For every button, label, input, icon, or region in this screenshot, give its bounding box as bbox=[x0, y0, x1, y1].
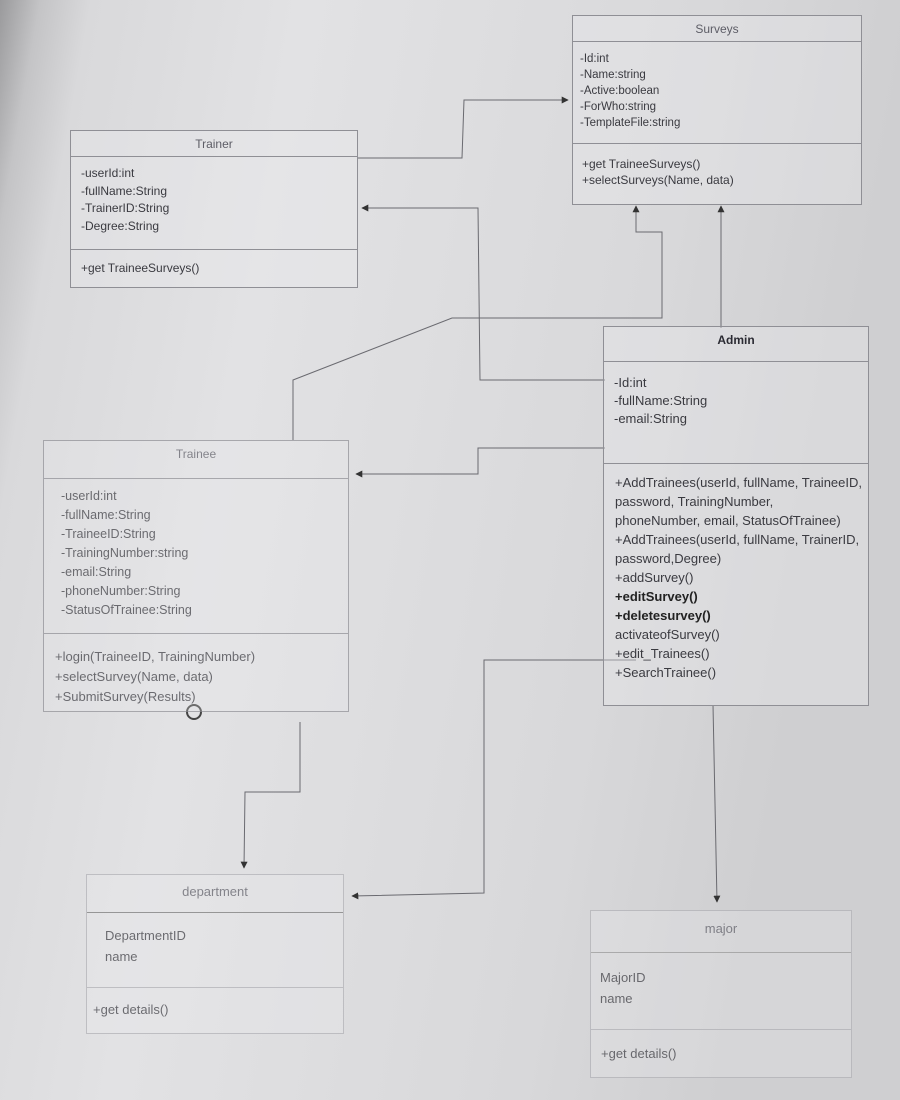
attribute: -email:String bbox=[614, 411, 687, 426]
attribute-list: DepartmentID name bbox=[87, 913, 343, 988]
class-department[interactable]: department DepartmentID name +get detail… bbox=[86, 874, 344, 1034]
method: +addSurvey() bbox=[615, 570, 694, 585]
attribute: MajorID bbox=[600, 970, 646, 985]
method: +login(TraineeID, TrainingNumber) bbox=[55, 649, 256, 664]
class-surveys[interactable]: Surveys -Id:int -Name:string -Active:boo… bbox=[572, 15, 862, 205]
attribute: -fullName:String bbox=[61, 508, 151, 522]
attribute: name bbox=[105, 949, 138, 964]
class-trainee[interactable]: Trainee -userId:int -fullName:String -Tr… bbox=[43, 440, 349, 712]
class-major[interactable]: major MajorID name +get details() bbox=[590, 910, 852, 1078]
attribute: -fullName:String bbox=[614, 393, 708, 408]
admin-to-trainee-link bbox=[355, 447, 605, 478]
attribute: -Id:int bbox=[580, 53, 609, 65]
method: +get details() bbox=[93, 1002, 169, 1017]
method: +selectSurveys(Name, data) bbox=[582, 173, 734, 187]
attribute: DepartmentID bbox=[105, 928, 186, 943]
method: +SubmitSurvey(Results) bbox=[55, 689, 196, 704]
composition-circle-icon bbox=[186, 704, 202, 720]
method: +get TraineeSurveys() bbox=[582, 157, 701, 171]
attribute: -Name:string bbox=[580, 69, 646, 81]
method: +editSurvey() bbox=[615, 589, 698, 604]
class-title: department bbox=[87, 875, 343, 913]
class-title: Admin bbox=[604, 327, 868, 362]
trainer-to-surveys-link bbox=[358, 96, 569, 159]
method-list: +get details() bbox=[87, 988, 343, 1019]
class-title: Surveys bbox=[573, 16, 861, 42]
attribute-list: MajorID name bbox=[591, 953, 851, 1030]
attribute: -TraineeID:String bbox=[61, 527, 156, 541]
attribute-list: -Id:int -Name:string -Active:boolean -Fo… bbox=[573, 42, 861, 144]
method: +get TraineeSurveys() bbox=[81, 261, 200, 275]
method-list: +get TraineeSurveys() bbox=[71, 250, 357, 277]
class-title: Trainer bbox=[71, 131, 357, 157]
method: +AddTrainees(userId, fullName, TrainerID… bbox=[615, 532, 860, 566]
attribute: -TrainingNumber:string bbox=[61, 546, 189, 560]
method: +selectSurvey(Name, data) bbox=[55, 669, 213, 684]
attribute: -ForWho:string bbox=[580, 101, 657, 113]
class-admin[interactable]: Admin -Id:int -fullName:String -email:St… bbox=[603, 326, 869, 706]
method-list: +get details() bbox=[591, 1030, 851, 1063]
admin-to-major-link bbox=[712, 704, 721, 903]
attribute: -phoneNumber:String bbox=[61, 584, 181, 598]
method-list: +AddTrainees(userId, fullName, TraineeID… bbox=[604, 464, 868, 682]
method: +SearchTrainee() bbox=[615, 665, 717, 680]
class-title: Trainee bbox=[44, 441, 348, 479]
method: +deletesurvey() bbox=[615, 608, 711, 623]
attribute: -email:String bbox=[61, 565, 132, 579]
attribute: -TemplateFile:string bbox=[580, 117, 681, 129]
attribute-list: -userId:int -fullName:String -TraineeID:… bbox=[44, 479, 348, 634]
trainee-to-department-link bbox=[240, 722, 301, 869]
method: activateofSurvey() bbox=[615, 627, 720, 642]
attribute: -userId:int bbox=[61, 489, 117, 503]
attribute: -StatusOfTrainee:String bbox=[61, 603, 192, 617]
class-trainer[interactable]: Trainer -userId:int -fullName:String -Tr… bbox=[70, 130, 358, 288]
attribute: -fullName:String bbox=[81, 183, 168, 198]
attribute-list: -userId:int -fullName:String -TrainerID:… bbox=[71, 157, 357, 250]
method: +get details() bbox=[601, 1046, 677, 1061]
attribute: -Degree:String bbox=[81, 218, 160, 233]
attribute: -Active:boolean bbox=[580, 85, 660, 97]
admin-to-trainer-link bbox=[361, 204, 605, 381]
method-list: +get TraineeSurveys() +selectSurveys(Nam… bbox=[573, 144, 861, 188]
attribute: -Id:int bbox=[614, 375, 647, 390]
admin-to-department-link bbox=[351, 659, 636, 900]
attribute: -userId:int bbox=[81, 166, 135, 180]
class-title: major bbox=[591, 911, 851, 953]
attribute: name bbox=[600, 991, 633, 1006]
trainee-to-surveys-link bbox=[292, 205, 663, 440]
attribute: -TrainerID:String bbox=[81, 201, 170, 215]
method-list: +login(TraineeID, TrainingNumber) +selec… bbox=[44, 634, 348, 707]
method: +AddTrainees(userId, fullName, TraineeID… bbox=[615, 475, 862, 528]
attribute-list: -Id:int -fullName:String -email:String bbox=[604, 362, 868, 464]
method: +edit_Trainees() bbox=[615, 646, 710, 661]
